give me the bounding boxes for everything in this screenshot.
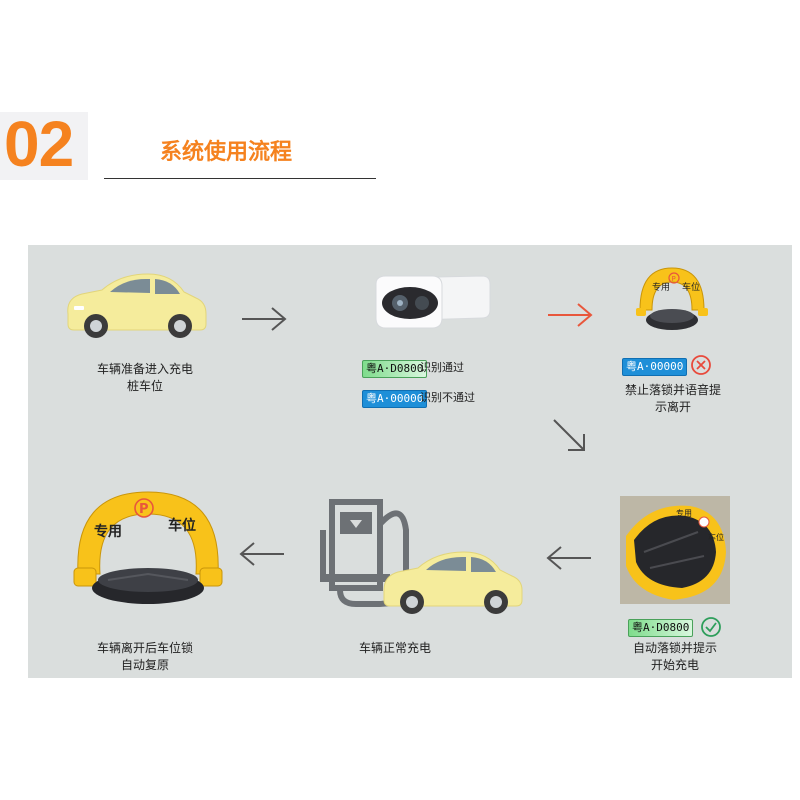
lock-symbol: P — [139, 502, 149, 517]
lock-down-photo: 专用 车位 — [620, 496, 730, 604]
parking-lock-raised-icon: 专用 P 车位 — [636, 267, 708, 330]
arrow-left-icon — [239, 542, 284, 566]
step-reset-caption: 车辆离开后车位锁 自动复原 — [70, 640, 220, 674]
svg-text:车位: 车位 — [682, 281, 700, 293]
caption-line: 自动落锁并提示 — [632, 641, 717, 655]
step-car-enter-caption: 车辆准备进入充电 桩车位 — [70, 361, 220, 395]
svg-text:P: P — [672, 275, 676, 283]
step-lock-down-caption: 自动落锁并提示 开始充电 — [600, 640, 750, 674]
parking-lock-lowered-icon: 专用 车位 — [620, 496, 730, 604]
section-number: 02 — [4, 108, 74, 180]
section-title: 系统使用流程 — [160, 140, 293, 165]
car-icon — [383, 551, 523, 614]
lock-label-left: 专用 — [94, 523, 122, 540]
header-tab-bg — [0, 112, 88, 180]
camera-icon — [375, 275, 491, 329]
svg-text:专用: 专用 — [652, 281, 670, 293]
caption-line: 桩车位 — [126, 379, 163, 393]
svg-text:车位: 车位 — [708, 532, 724, 542]
svg-text:专用: 专用 — [676, 508, 692, 518]
caption-line: 禁止落锁并语音提 — [624, 383, 721, 397]
success-check-icon — [701, 617, 721, 637]
caption-line: 示离开 — [654, 400, 691, 414]
recognition-pass-text: 识别通过 — [420, 361, 464, 374]
fail-x-icon — [691, 355, 711, 375]
step-lock-forbid-caption: 禁止落锁并语音提 示离开 — [598, 382, 748, 416]
caption-line: 自动复原 — [120, 658, 169, 672]
license-plate-fail: 粤A·00000 — [362, 390, 428, 408]
arrow-down-right-icon — [553, 419, 585, 451]
caption-line: 车辆准备进入充电 — [96, 362, 193, 376]
arrow-right-icon — [242, 307, 287, 331]
arrow-right-red-icon — [548, 303, 593, 327]
caption-line: 车辆离开后车位锁 — [96, 641, 193, 655]
caption-line: 开始充电 — [650, 658, 699, 672]
parking-lock-reset-icon: 专用 P 车位 — [73, 491, 223, 604]
arrow-left-icon — [546, 546, 591, 570]
license-plate-pass: 粤A·D0800 — [628, 619, 694, 637]
charging-station-icon — [320, 499, 409, 607]
step-charging-caption: 车辆正常充电 — [358, 641, 431, 655]
car-icon — [67, 273, 207, 338]
recognition-fail-text: 识别不通过 — [420, 391, 475, 404]
license-plate-pass: 粤A·D0800 — [362, 360, 428, 378]
license-plate-fail: 粤A·00000 — [622, 358, 688, 376]
lock-label-right: 车位 — [168, 517, 196, 534]
title-underline — [104, 178, 376, 179]
